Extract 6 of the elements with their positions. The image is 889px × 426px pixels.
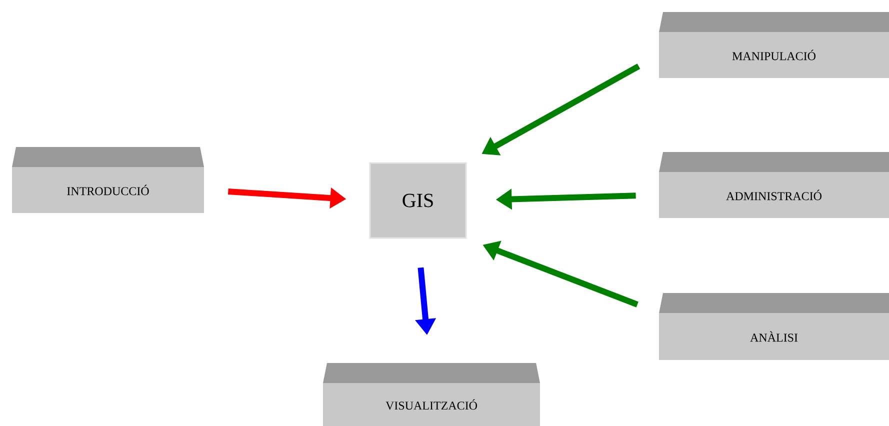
process-box: GIS [369,162,467,239]
raised-box: ANÀLISI [659,293,889,360]
raised-box: INTRODUCCIÓ [12,147,204,213]
raised-box: MANIPULACIÓ [659,12,889,78]
raised-box: ADMINISTRACIÓ [659,152,889,218]
raised-box: VISUALITZACIÓ [323,363,540,426]
